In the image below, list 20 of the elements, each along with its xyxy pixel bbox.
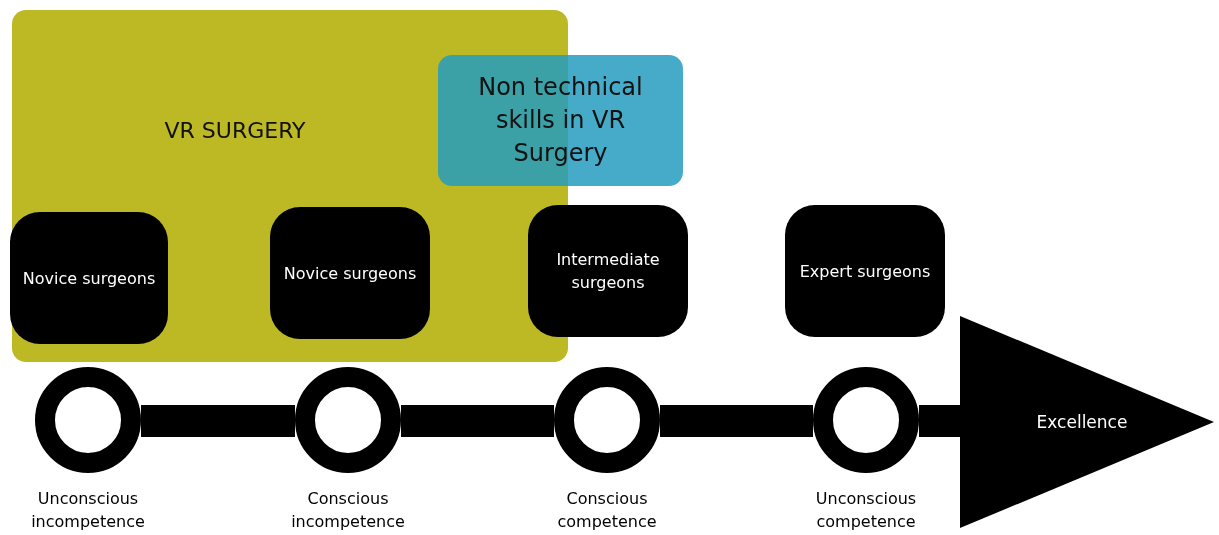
timeline-bar: [401, 405, 554, 437]
box-label: Novice surgeons: [283, 262, 417, 285]
stage-caption: Unconscious incompetence: [30, 488, 146, 533]
box-label: Novice surgeons: [22, 267, 156, 290]
stage-box: [528, 205, 688, 337]
box-label: Expert surgeons: [799, 260, 931, 283]
stage-box: [270, 207, 430, 339]
timeline-bar: [141, 405, 295, 437]
overlay-panel: [438, 55, 683, 186]
stage-caption: Unconscious competence: [814, 488, 918, 533]
box-label: Intermediate surgeons: [555, 249, 661, 294]
timeline-bar: [660, 405, 813, 437]
panel-title: Non technical skills in VR Surgery: [477, 72, 644, 169]
panel-title: VR SURGERY: [164, 118, 306, 143]
stage-box: [785, 205, 945, 337]
stage-caption: Conscious competence: [556, 488, 658, 533]
stage-box: [10, 212, 168, 344]
timeline-bar: [919, 405, 960, 437]
stage-caption: Conscious incompetence: [290, 488, 406, 533]
arrow-label: Excellence: [1036, 412, 1128, 432]
